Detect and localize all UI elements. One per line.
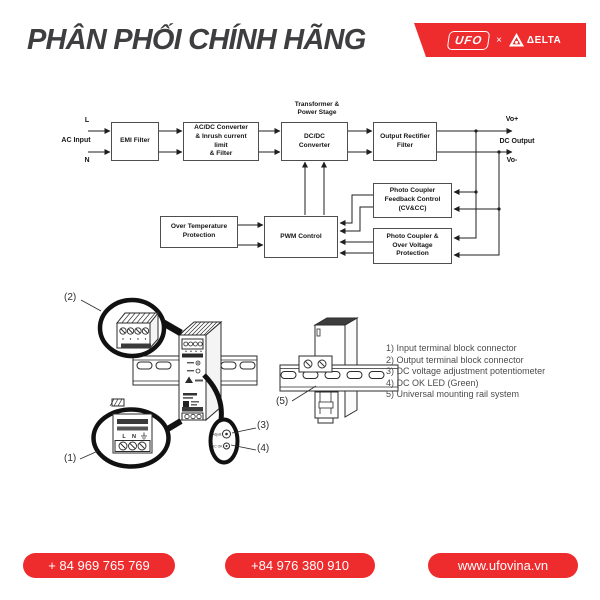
callout-lines [79,299,317,460]
page-title: PHÂN PHỐI CHÍNH HÃNG [27,24,366,56]
dc-ok-label: DC OK [212,445,223,449]
diagram-box-output-rectifier: Output Rectifier Filter [373,122,437,161]
diagram-box-emi-filter: EMI Filter [111,122,159,161]
diagram-box-acdc-converter: AC/DC Converter & Inrush current limit &… [183,122,259,161]
callout-1: (1) [64,453,77,464]
parts-legend: 1) Input terminal block connector 2) Out… [386,343,591,401]
label-line-l: L [84,117,90,124]
label-dc-output: DC Output [499,138,535,145]
psu-rail-mount-view [279,317,399,424]
callout-3: (3) [257,420,270,431]
callout-4: (4) [257,443,270,454]
label-vo-plus: Vo+ [505,116,519,123]
legend-item-2: 2) Output terminal block connector [386,354,524,365]
psu-center [177,320,223,422]
ground-symbol-icon [141,432,147,441]
legend-item-5: 5) Universal mounting rail system [386,389,520,399]
magnifier-output-terminal [97,297,183,359]
label-line-n: N [84,157,90,164]
adjust-label: Adjust [212,433,221,437]
legend-item-4: 4) DC OK LED (Green) [386,377,479,388]
brand-banner: UFO × ΔELTA [414,23,586,57]
delta-triangle-icon [508,33,524,47]
legend-item-3: 3) DC voltage adjustment potentiometer [386,366,546,376]
delta-logo-text: ΔELTA [526,34,562,46]
diagram-box-photo-coupler-feedback: Photo Coupler Feedback Control (CV&CC) [373,183,452,218]
terminal-label-n: N [132,434,136,440]
diagram-box-pwm-control: PWM Control [264,216,338,258]
website-button[interactable]: www.ufovina.vn [428,553,578,578]
delta-logo: ΔELTA [508,33,562,47]
terminal-label-l: L [122,434,126,440]
diagram-box-photo-coupler-ovp: Photo Coupler & Over Voltage Protection [373,228,452,264]
callout-2: (2) [64,292,77,303]
callout-5: (5) [276,396,289,407]
label-transformer-power-stage: Transformer & Power Stage [294,101,340,117]
phone-button-1[interactable]: + 84 969 765 769 [23,553,175,578]
label-vo-minus: Vo- [506,157,518,164]
magnifier-input-terminal: L N [91,398,183,469]
brand-separator: × [496,34,502,46]
magnifier-adjust-led: Adjust DC OK [202,373,240,465]
diagram-box-over-temperature: Over Temperature Protection [160,216,238,248]
diagram-box-dcdc-converter: DC/DC Converter [281,122,348,161]
label-ac-input: AC Input [61,137,91,144]
phone-button-2[interactable]: +84 976 380 910 [225,553,375,578]
legend-item-1: 1) Input terminal block connector [386,343,517,353]
delta-mark-on-device [185,376,193,383]
